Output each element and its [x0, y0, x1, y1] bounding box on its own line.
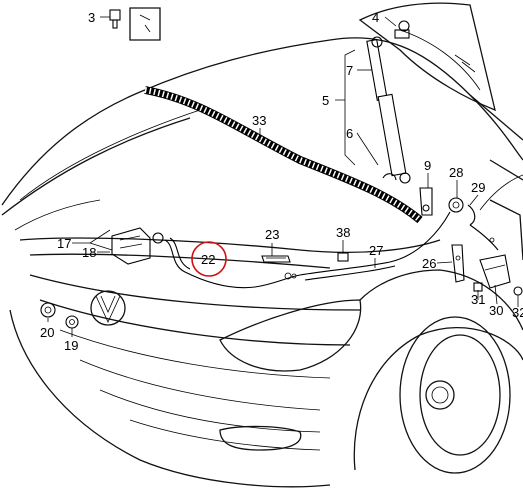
label-part-32[interactable]: 32	[512, 305, 523, 320]
label-part-9[interactable]: 9	[424, 158, 431, 173]
part-28-grommet	[448, 197, 464, 213]
part-6-clip	[382, 173, 397, 181]
leader-lines	[47, 16, 519, 337]
label-part-22[interactable]: 22	[201, 252, 215, 267]
label-part-30[interactable]: 30	[489, 303, 503, 318]
label-part-3[interactable]: 3	[88, 10, 95, 25]
part-38-clip	[337, 252, 349, 262]
label-part-38[interactable]: 38	[336, 225, 350, 240]
part-20-bolt	[40, 302, 56, 318]
label-part-26[interactable]: 26	[422, 256, 436, 271]
label-part-31[interactable]: 31	[471, 292, 485, 307]
part-32-nut	[513, 286, 523, 296]
part-18-lock	[111, 227, 164, 265]
part-19-nut	[65, 315, 79, 329]
part-9-bracket	[419, 187, 433, 216]
label-part-18[interactable]: 18	[82, 245, 96, 260]
part-30-bracket	[479, 254, 511, 289]
label-part-7[interactable]: 7	[346, 63, 353, 78]
label-part-4[interactable]: 4	[372, 10, 379, 25]
part-27-cable	[299, 211, 499, 281]
label-part-23[interactable]: 23	[265, 227, 279, 242]
part-33-seal-strip	[144, 86, 423, 224]
label-part-19[interactable]: 19	[64, 338, 78, 353]
label-part-17[interactable]: 17	[57, 236, 71, 251]
label-part-28[interactable]: 28	[449, 165, 463, 180]
label-part-20[interactable]: 20	[40, 325, 54, 340]
label-part-33[interactable]: 33	[252, 113, 266, 128]
part-26-lever	[451, 244, 465, 283]
label-part-6[interactable]: 6	[346, 126, 353, 141]
part-22-cable	[164, 237, 301, 289]
part-7-gas-strut	[366, 36, 411, 184]
part-3-bolt	[109, 9, 121, 29]
part-4-bolt	[394, 20, 410, 39]
part-23-release-handle	[261, 255, 291, 263]
part-29-clip	[467, 204, 476, 226]
highlight-circle	[191, 241, 227, 277]
label-part-5[interactable]: 5	[322, 93, 329, 108]
label-part-27[interactable]: 27	[369, 243, 383, 258]
label-part-29[interactable]: 29	[471, 180, 485, 195]
